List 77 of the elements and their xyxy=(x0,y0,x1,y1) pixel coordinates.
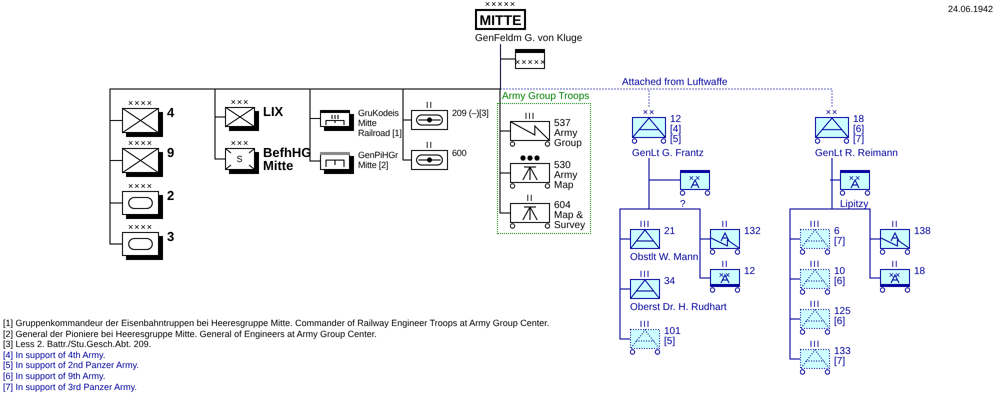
symbol-letter: ×× xyxy=(888,270,902,280)
footnote: [5] In support of 2nd Panzer Army. xyxy=(3,360,139,370)
date-label: 24.06.1942 xyxy=(948,4,994,14)
footnote: [3] Less 2. Battr./Stu.Gesch.Abt. 209. xyxy=(3,339,152,350)
org-line xyxy=(832,158,880,278)
unit-designation: 4 xyxy=(167,106,174,119)
echelon-mark: III xyxy=(638,269,652,279)
unit-designation: 604 Map & Survey xyxy=(554,201,586,231)
group-heading: Army Group Troops xyxy=(502,91,590,103)
echelon-mark: II xyxy=(424,100,434,110)
echelon-mark: ××××× xyxy=(484,0,518,9)
echelon-mark: ×× xyxy=(824,107,840,117)
commander-name: Lipitzy xyxy=(840,199,868,210)
unit-designation: 6 [7] xyxy=(834,227,846,247)
commander-name: GenLt G. Frantz xyxy=(632,148,704,159)
unit-designation: 537 Army Group xyxy=(554,119,582,149)
unit-designation: 132 xyxy=(744,227,761,237)
echelon-mark: II xyxy=(890,259,900,269)
echelon-mark: III xyxy=(638,219,652,229)
echelon-mark: ×××× xyxy=(126,222,154,232)
footnote: [4] In support of 4th Army. xyxy=(3,350,106,360)
echelon-mark: III xyxy=(808,219,822,229)
edge-label: Attached from Luftwaffe xyxy=(620,77,730,88)
commander-name: GenFeldm G. von Kluge xyxy=(475,33,582,44)
unit-designation: 138 xyxy=(914,227,931,237)
org-line xyxy=(648,158,710,278)
echelon-mark: III xyxy=(808,299,822,309)
army-group-box: MITTE xyxy=(475,9,526,30)
unit-designation: 3 xyxy=(167,230,174,243)
echelon-mark: III xyxy=(808,259,822,269)
footnote: [2] General der Pioniere bei Heeresgruppe Mitte. General of Engineers at Army Group Center. xyxy=(3,328,377,339)
commander-name: ? xyxy=(680,199,686,210)
echelon-mark: ×××× xyxy=(126,181,154,191)
unit-designation: 21 xyxy=(664,227,676,237)
footnote: [7] In support of 3rd Panzer Army. xyxy=(3,382,137,392)
symbol-letter: ×× xyxy=(848,173,862,183)
commander-name: GenLt R. Reimann xyxy=(815,148,898,159)
unit-designation: 12 xyxy=(744,267,756,277)
commander-name: Obstlt W. Mann xyxy=(630,252,698,263)
unit-designation: 9 xyxy=(167,146,174,159)
footnote: [6] In support of 9th Army. xyxy=(3,371,106,381)
unit-designation: 12 [4][5] xyxy=(670,115,682,145)
unit-designation: 18 [6][7] xyxy=(853,115,864,145)
echelon-mark: ××× xyxy=(230,138,250,148)
org-line xyxy=(500,44,510,214)
unit-designation: LIX xyxy=(263,105,284,118)
symbol-letter: ××××× xyxy=(515,57,545,67)
unit-designation: 209 (–)[3] xyxy=(452,108,489,118)
unit-designation: 530 Army Map xyxy=(554,161,578,191)
commander-name: Oberst Dr. H. Rudhart xyxy=(630,302,727,313)
unit-designation: 101 [5] xyxy=(664,327,681,347)
unit-designation: 600 xyxy=(452,148,466,158)
unit-designation: 125 [6] xyxy=(834,307,851,327)
echelon-mark: II xyxy=(424,140,434,150)
echelon-mark: II xyxy=(890,219,900,229)
echelon-mark: ×× xyxy=(642,107,656,117)
echelon-mark: ××× xyxy=(230,97,250,107)
symbol-letter: ×× xyxy=(718,270,732,280)
echelon-mark: II xyxy=(720,259,730,269)
unit-designation: GenPiHGr Mitte [2] xyxy=(358,150,399,170)
symbol-letter: S xyxy=(235,154,244,164)
unit-designation: 18 xyxy=(914,267,926,277)
unit-designation: 34 xyxy=(664,277,676,287)
echelon-mark: ×××× xyxy=(126,138,154,148)
footnote: [1] Gruppenkommandeur der Eisenbahntruppen bei Heeresgruppe Mitte. Commander of Railway Engineer Troops at Army Group Center. xyxy=(3,318,550,328)
unit-designation: 133 [7] xyxy=(834,347,851,367)
echelon-mark: II xyxy=(525,193,534,203)
echelon-mark: III xyxy=(638,319,652,329)
echelon-mark: III xyxy=(524,111,536,121)
unit-designation: 2 xyxy=(167,189,174,202)
echelon-mark: ×××× xyxy=(126,98,154,108)
echelon-mark: II xyxy=(720,219,730,229)
unit-designation: GruKodeis Mitte Railroad [1] xyxy=(358,108,403,138)
symbol-letter: ×× xyxy=(688,173,702,183)
unit-designation: BefhHG Mitte xyxy=(263,146,312,172)
unit-designation: 10 [6] xyxy=(834,267,846,287)
echelon-mark: III xyxy=(808,339,822,349)
